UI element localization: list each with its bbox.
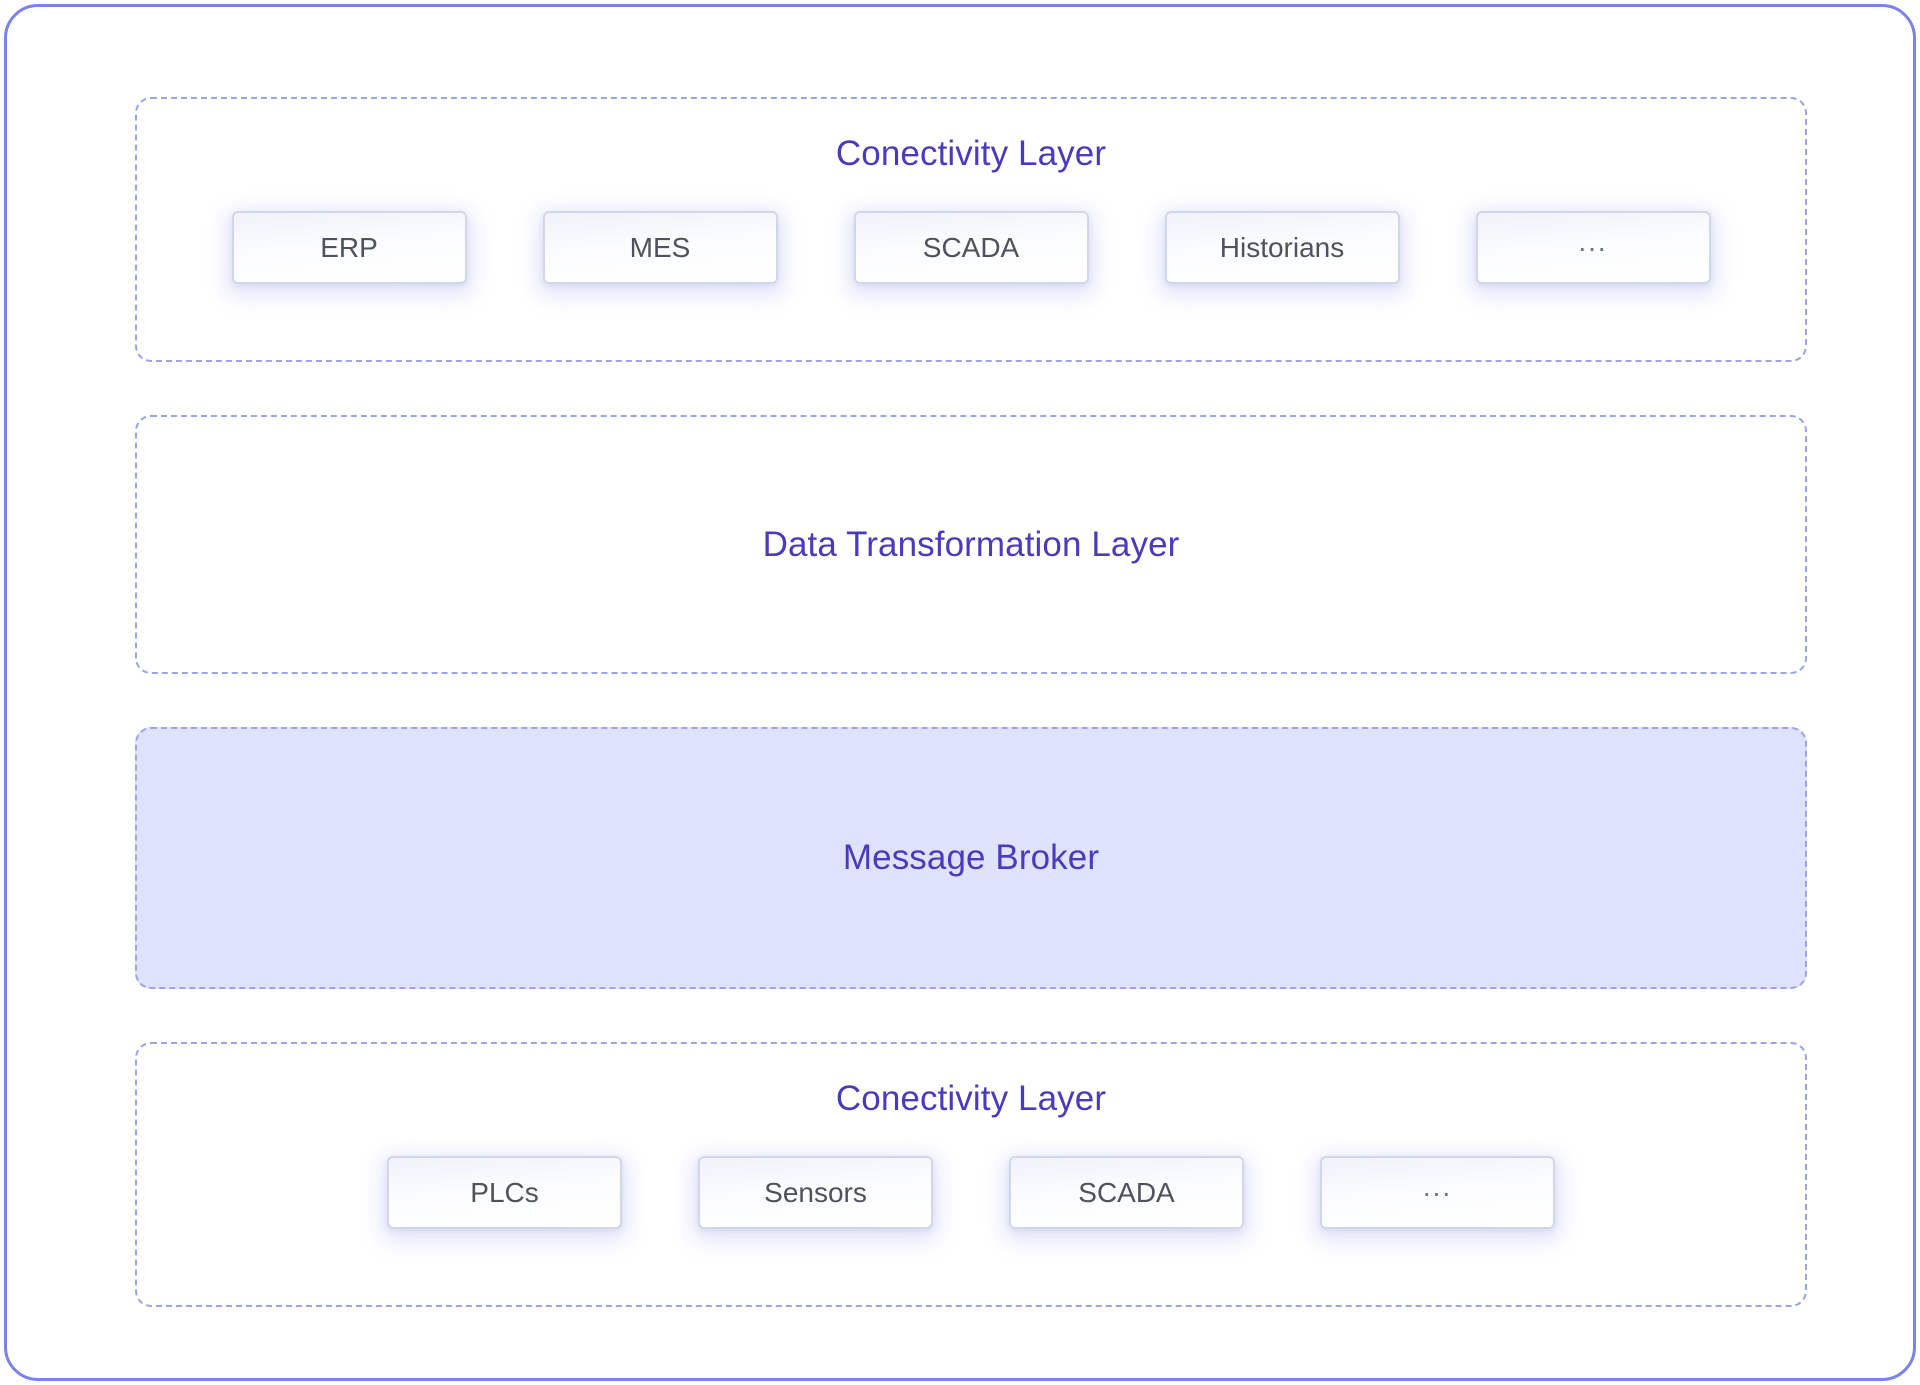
node-historians[interactable]: Historians (1164, 211, 1400, 284)
layer-title-message-broker: Message Broker (842, 838, 1100, 877)
node-erp[interactable]: ERP (231, 211, 467, 284)
layer-title-connectivity-top: Conectivity Layer (835, 134, 1107, 173)
layer-data-transformation: Data Transformation Layer (135, 415, 1807, 674)
layer-message-broker: Message Broker (135, 727, 1807, 989)
node-sensors[interactable]: Sensors (698, 1156, 933, 1229)
diagram-outer-frame: Conectivity Layer ERP MES SCADA Historia… (4, 4, 1916, 1381)
layer-title-connectivity-bottom: Conectivity Layer (835, 1079, 1107, 1118)
layer-connectivity-top: Conectivity Layer ERP MES SCADA Historia… (135, 97, 1807, 362)
node-scada-top[interactable]: SCADA (853, 211, 1089, 284)
node-plcs[interactable]: PLCs (387, 1156, 622, 1229)
node-more-bottom[interactable]: ... (1320, 1156, 1555, 1229)
node-row-bottom: PLCs Sensors SCADA ... (387, 1156, 1555, 1229)
layer-stack: Conectivity Layer ERP MES SCADA Historia… (135, 97, 1807, 1307)
node-more-top[interactable]: ... (1475, 211, 1711, 284)
layer-connectivity-bottom: Conectivity Layer PLCs Sensors SCADA ... (135, 1042, 1807, 1307)
node-scada-bottom[interactable]: SCADA (1009, 1156, 1244, 1229)
ellipsis-icon: ... (1578, 225, 1608, 257)
layer-title-data-transformation: Data Transformation Layer (762, 524, 1180, 564)
node-mes[interactable]: MES (542, 211, 778, 284)
node-row-top: ERP MES SCADA Historians ... (231, 211, 1711, 284)
ellipsis-icon: ... (1422, 1170, 1453, 1202)
